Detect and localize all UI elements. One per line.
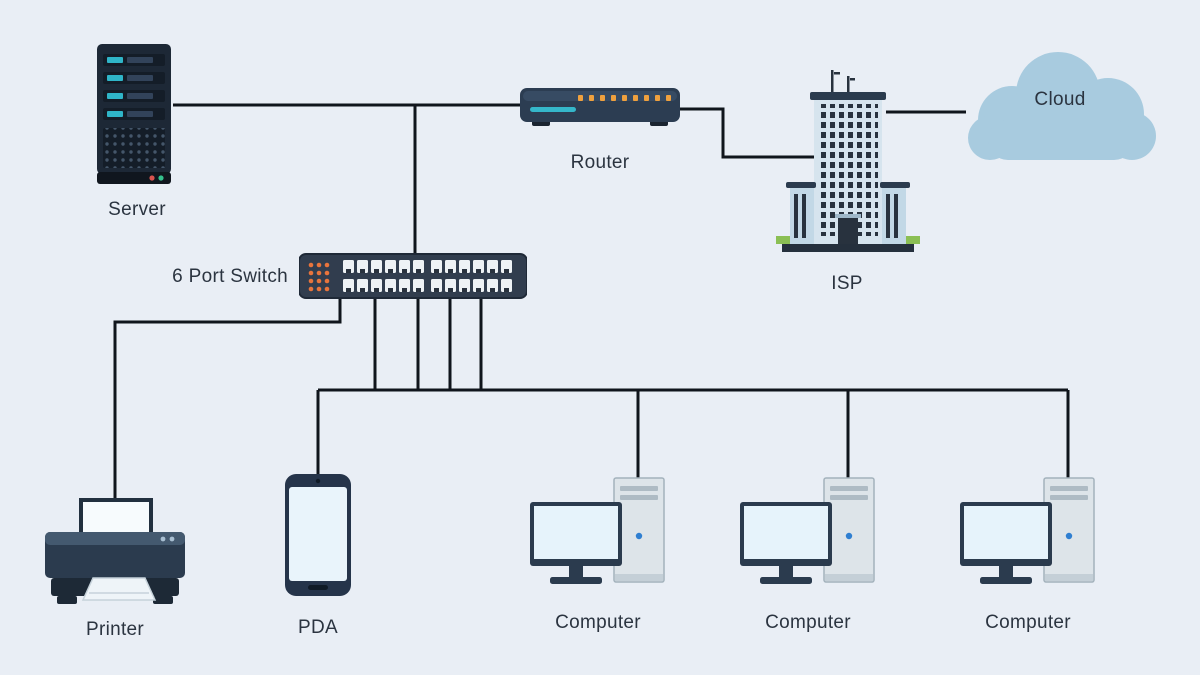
router-node (520, 84, 680, 133)
pda-node (285, 474, 351, 601)
switch-label: 6 Port Switch (172, 266, 288, 287)
server-node (95, 44, 173, 191)
isp-building-icon (776, 70, 920, 252)
wire-router-isp (680, 107, 816, 159)
computer-icon (530, 477, 665, 584)
computer2-label: Computer (765, 612, 851, 633)
isp-label: ISP (831, 273, 863, 294)
cloud-node (960, 40, 1156, 173)
isp-node (774, 70, 922, 257)
wire-switch-printer (113, 298, 342, 500)
printer-label: Printer (85, 619, 145, 640)
pda-label: PDA (298, 617, 338, 638)
cloud-label: Cloud (1034, 89, 1086, 110)
computer2-node (740, 476, 876, 593)
printer-icon (45, 498, 185, 604)
switch-icon (298, 253, 528, 299)
switch-node (298, 252, 528, 307)
computer-icon (740, 477, 875, 584)
computer3-node (960, 476, 1096, 593)
cloud-icon (968, 52, 1156, 160)
computer-icon (960, 477, 1095, 584)
server-label: Server (108, 199, 166, 220)
pda-icon (285, 474, 351, 596)
router-icon (520, 88, 680, 126)
computer1-label: Computer (555, 612, 641, 633)
computer1-node (530, 476, 666, 593)
computer3-label: Computer (985, 612, 1071, 633)
printer-node (45, 498, 185, 615)
server-icon (97, 44, 171, 184)
router-label: Router (570, 152, 630, 173)
